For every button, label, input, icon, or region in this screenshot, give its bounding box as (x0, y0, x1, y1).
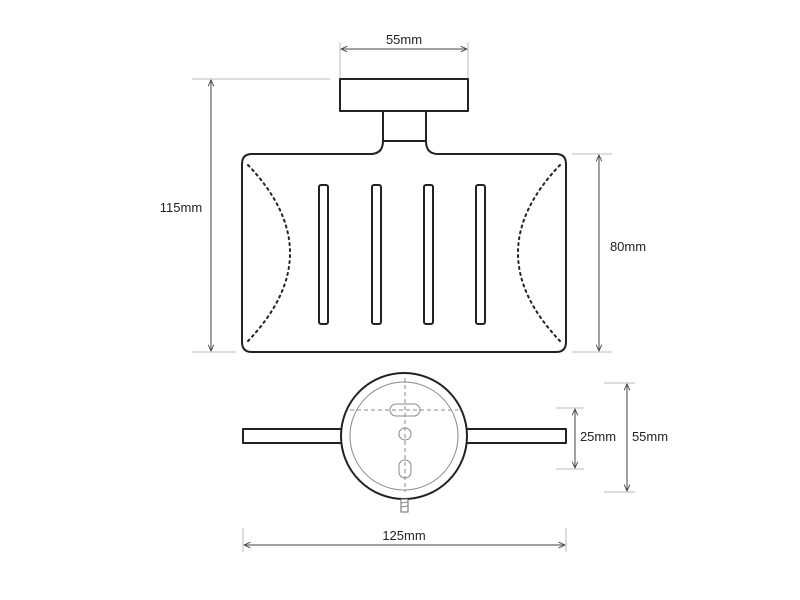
center-hole (398, 427, 412, 441)
drain-slot (423, 184, 434, 325)
dim-plate-outer-label: 55mm (632, 429, 668, 444)
dim-plate-inner: 25mm (556, 407, 616, 470)
mount-plate-circle (340, 372, 468, 500)
dim-plate-outer: 55mm (604, 382, 668, 493)
top-view (242, 372, 567, 513)
keyhole-bottom (398, 459, 412, 479)
dim-total-width-label: 125mm (382, 528, 425, 543)
dish-arm-right (465, 428, 567, 444)
dim-total-width: 125mm (242, 528, 567, 552)
front-view (241, 78, 567, 353)
drain-slot (371, 184, 382, 325)
mount-plate (339, 78, 469, 112)
drain-slot (475, 184, 486, 325)
mount-plate-inner-circle (349, 381, 459, 491)
dim-total-height-label: 115mm (160, 200, 202, 215)
keyhole-top (389, 403, 421, 417)
dish-curve-right (517, 164, 561, 342)
dim-mount-width: 55mm (339, 32, 469, 78)
set-screw (400, 498, 409, 513)
dish-arm-left (242, 428, 343, 444)
mount-stem (382, 110, 427, 142)
dim-dish-height-label: 80mm (610, 239, 646, 254)
dim-plate-inner-label: 25mm (580, 429, 616, 444)
drain-slot (318, 184, 329, 325)
dim-mount-width-label: 55mm (386, 32, 422, 47)
dim-dish-height: 80mm (572, 153, 646, 353)
dish-curve-left (247, 164, 291, 342)
dim-total-height: 115mm (160, 78, 330, 353)
dish-outline (241, 140, 567, 353)
